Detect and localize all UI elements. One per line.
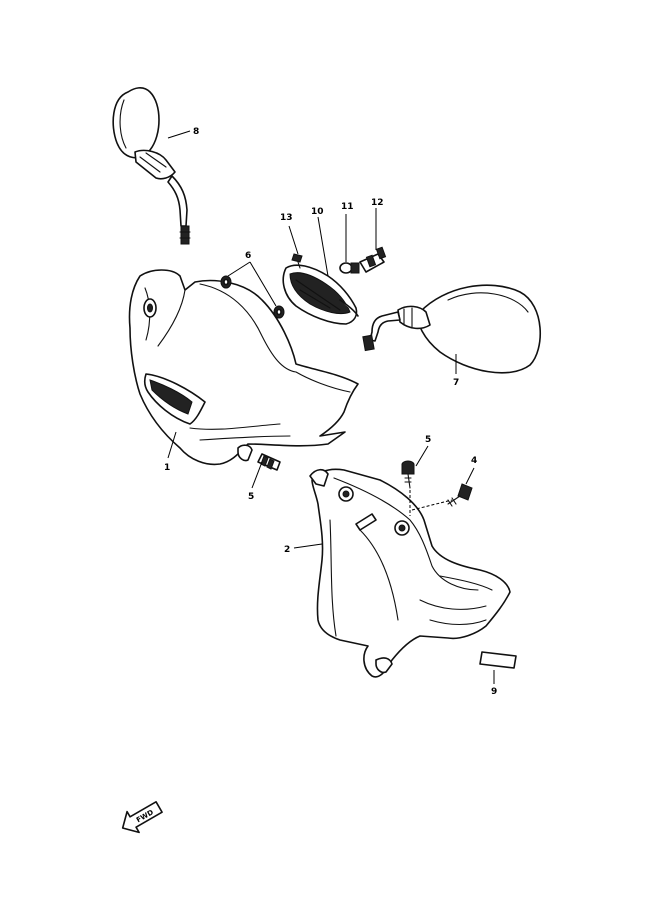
callout-6: 6 — [245, 251, 251, 261]
callout-13: 13 — [280, 213, 293, 223]
left-mirror — [112, 87, 191, 245]
screw-lower-left — [257, 453, 281, 471]
callout-9: 9 — [491, 687, 497, 697]
bulb-and-socket — [339, 246, 387, 274]
screw-4 — [447, 483, 473, 507]
callout-8: 8 — [193, 127, 199, 137]
leader-lines — [167, 130, 495, 684]
callout-12: 12 — [371, 198, 384, 208]
callout-5-lower: 5 — [248, 492, 254, 502]
lamp-unit — [282, 264, 359, 325]
callout-2: 2 — [284, 545, 290, 555]
callout-7: 7 — [453, 378, 459, 388]
screw-13 — [291, 253, 303, 269]
front-cover — [128, 269, 359, 466]
screw-upper-right — [401, 460, 415, 489]
right-mirror — [362, 284, 541, 374]
callout-11: 11 — [341, 202, 354, 212]
grommets — [220, 275, 285, 319]
callout-1: 1 — [164, 463, 170, 473]
fwd-arrow: FWD — [121, 801, 163, 834]
callout-labels: 8 6 13 10 11 12 7 1 5 2 5 4 9 — [164, 127, 497, 697]
callout-5-upper: 5 — [425, 435, 431, 445]
callout-4: 4 — [471, 456, 477, 466]
callout-10: 10 — [311, 207, 324, 217]
inner-panel — [309, 468, 511, 678]
emblem — [479, 651, 517, 669]
